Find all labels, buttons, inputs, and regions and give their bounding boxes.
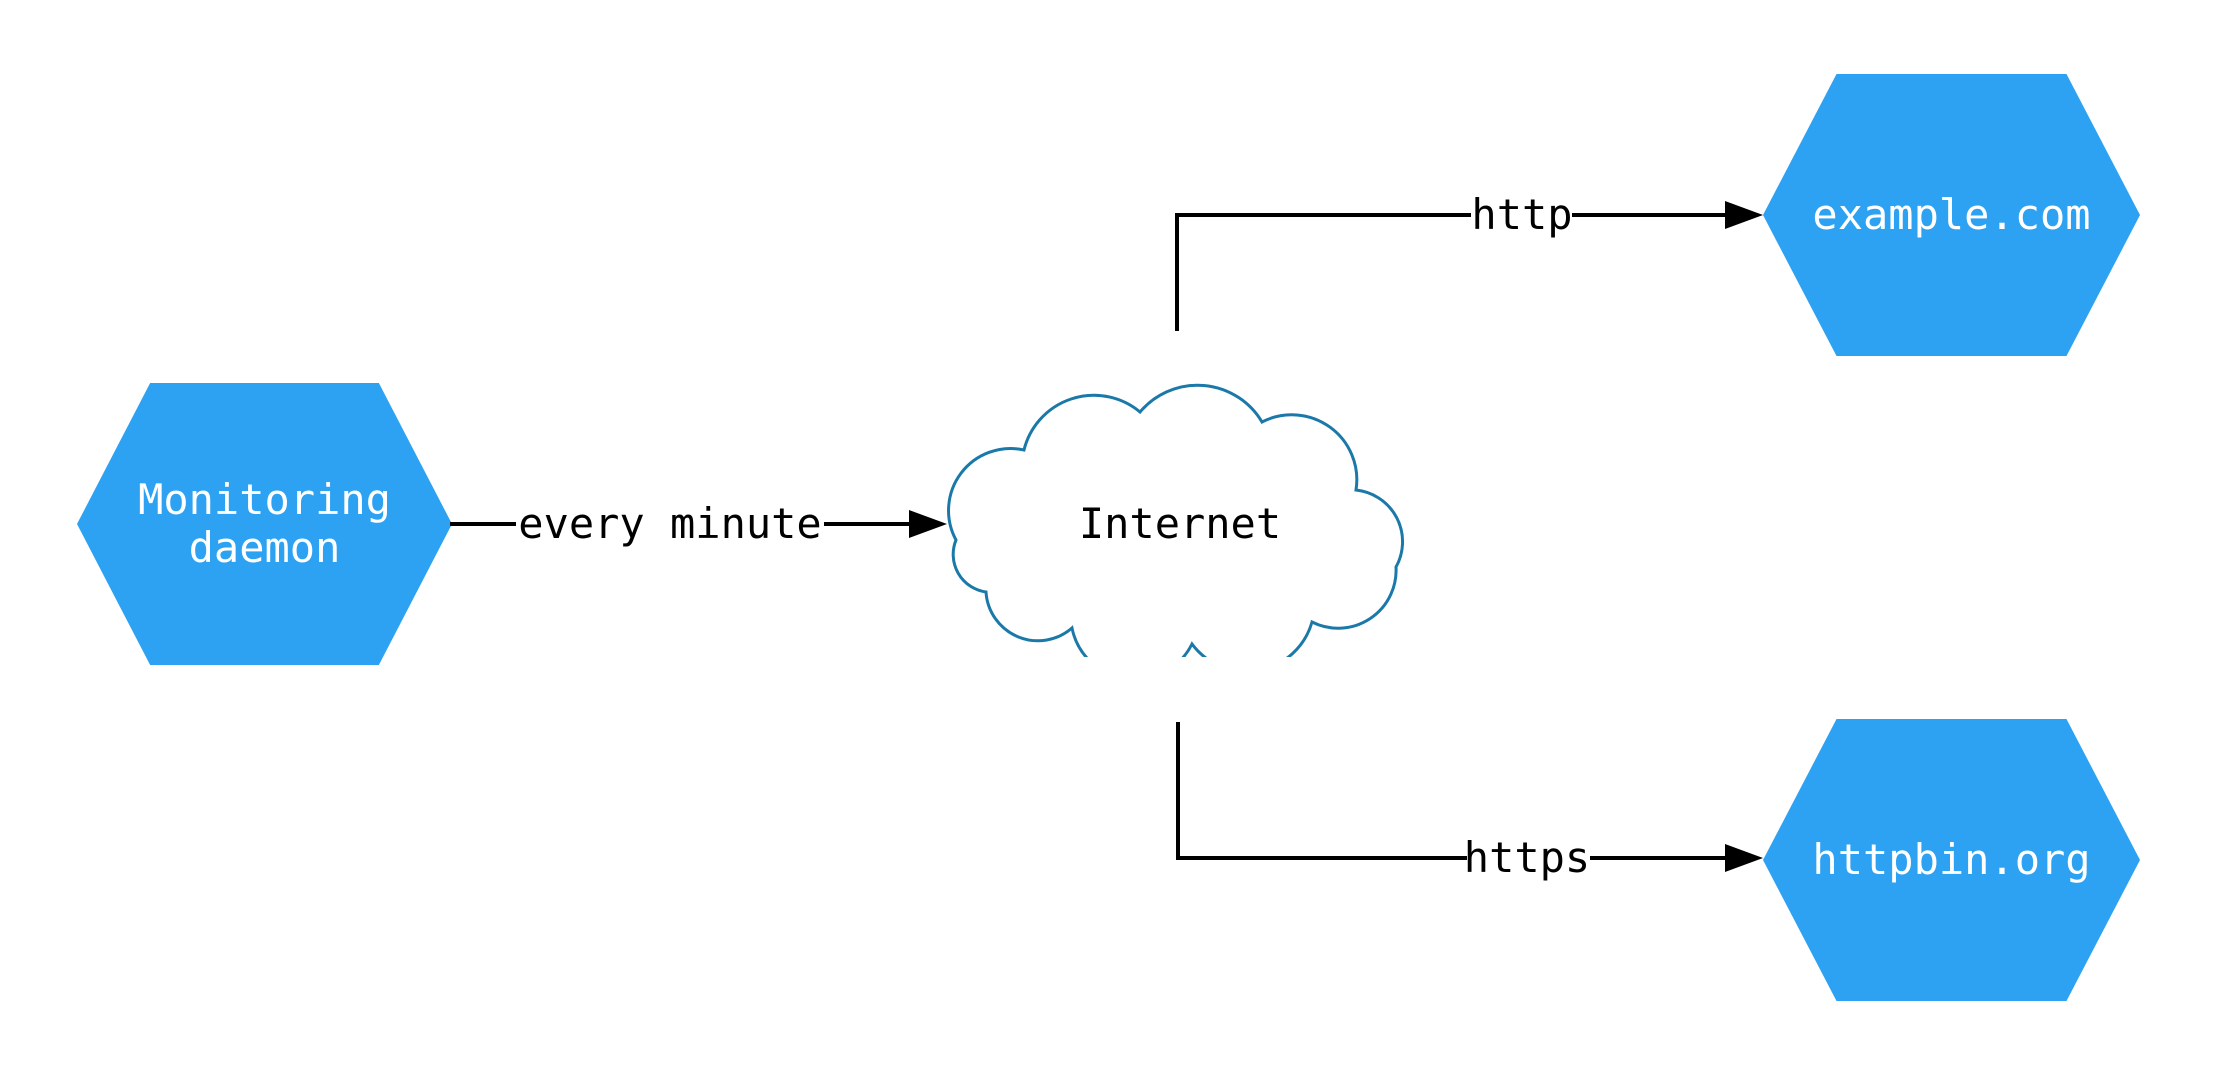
arrowhead-icon <box>909 510 947 538</box>
arrowhead-icon <box>1725 844 1763 872</box>
edge-every-minute-line-right <box>824 522 911 526</box>
edge-label-http: http <box>1471 190 1573 239</box>
edge-http-line-vertical <box>1175 213 1179 331</box>
node-monitoring-daemon-label: Monitoring daemon <box>138 475 391 572</box>
edge-https-line-vertical <box>1176 722 1180 860</box>
arrowhead-icon <box>1725 201 1763 229</box>
edge-label-every-minute: every minute <box>518 499 822 548</box>
node-monitoring-daemon: Monitoring daemon <box>77 383 452 665</box>
edge-https-line-left <box>1176 856 1467 860</box>
edge-http-line-right <box>1572 213 1727 217</box>
node-example-com-label: example.com <box>1812 190 2091 239</box>
edge-every-minute-line-left <box>450 522 516 526</box>
node-httpbin-org: httpbin.org <box>1763 719 2140 1001</box>
cloud-icon <box>947 383 1405 657</box>
node-internet-label: Internet <box>1078 499 1282 548</box>
node-internet-cloud <box>947 383 1405 657</box>
node-example-com: example.com <box>1763 74 2140 356</box>
node-httpbin-org-label: httpbin.org <box>1812 835 2091 884</box>
edge-https-line-right <box>1590 856 1727 860</box>
edge-label-https: https <box>1463 833 1591 882</box>
edge-http-line-left <box>1175 213 1471 217</box>
